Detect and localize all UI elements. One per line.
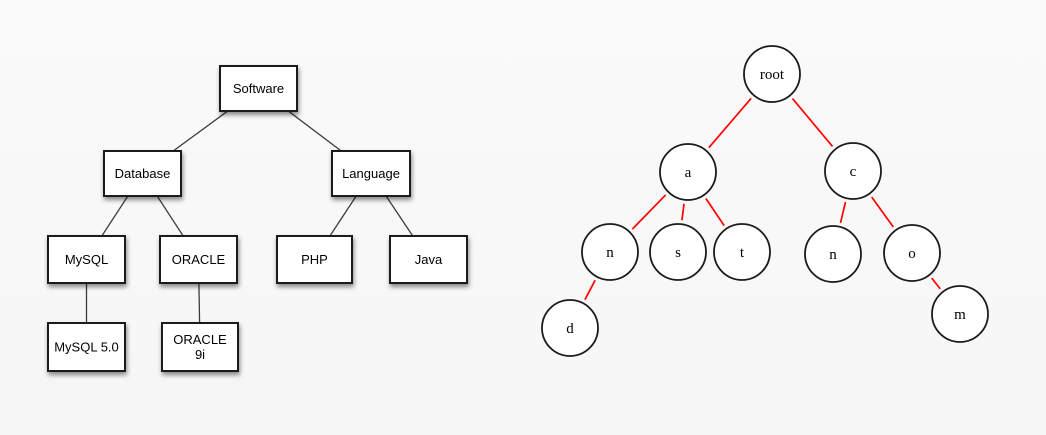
trie-edge-c-o — [870, 196, 895, 228]
tree-node-database: Database — [103, 150, 182, 197]
trie-node-label: o — [908, 246, 916, 262]
trie-node-t: t — [713, 223, 771, 281]
trie-edges — [584, 97, 941, 301]
tree-node-language: Language — [331, 150, 411, 197]
trie-node-circle — [659, 143, 717, 201]
tree-node-box — [276, 235, 353, 284]
trie-node-label: a — [685, 165, 692, 181]
trie-node-label: s — [675, 245, 681, 261]
tree-node-label: MySQL 5.0 — [54, 340, 119, 355]
tree-node-mysql50: MySQL 5.0 — [47, 322, 126, 372]
trie-node-n2: n — [804, 225, 862, 283]
tree-node-php: PHP — [276, 235, 353, 284]
tree-node-box — [161, 322, 239, 372]
trie-node-label: d — [566, 321, 574, 337]
tree-node-box — [389, 235, 468, 284]
trie-node-circle — [581, 223, 639, 281]
trie-node-label: n — [606, 245, 614, 261]
trie-node-m: m — [931, 285, 989, 343]
trie-node-s: s — [649, 223, 707, 281]
trie-node-c: c — [824, 142, 882, 200]
trie-node-circle — [541, 299, 599, 357]
tree-node-mysql: MySQL — [47, 235, 126, 284]
trie-node-label: root — [760, 67, 785, 83]
tree-node-box — [47, 322, 126, 372]
trie-node-circle — [743, 45, 801, 103]
trie-node-o: o — [883, 224, 941, 282]
tree-node-oracle: ORACLE — [159, 235, 238, 284]
tree-node-label: PHP — [301, 252, 328, 267]
tree-node-java: Java — [389, 235, 468, 284]
trie-node-circle — [713, 223, 771, 281]
trie-edge-root-c — [791, 98, 834, 147]
trie-edge-n1-d — [584, 279, 596, 301]
trie-diagram: root a c n s t n o d m — [541, 45, 989, 357]
trie-node-a: a — [659, 143, 717, 201]
trie-node-circle — [931, 285, 989, 343]
trie-node-circle — [649, 223, 707, 281]
trie-node-label: t — [740, 245, 745, 261]
tree-node-box — [331, 150, 411, 197]
trie-edge-root-a — [708, 97, 752, 149]
software-tree-edges — [85, 87, 430, 348]
tree-node-box — [159, 235, 238, 284]
trie-edge-o-m — [931, 277, 941, 290]
tree-node-label: Software — [233, 81, 284, 96]
tree-node-box — [219, 65, 298, 112]
trie-edge-a-n1 — [631, 194, 667, 230]
trie-node-n1: n — [581, 223, 639, 281]
tree-node-software: Software — [219, 65, 298, 112]
trie-node-circle — [883, 224, 941, 282]
tree-node-label: Language — [342, 166, 400, 181]
tree-node-label: Database — [115, 166, 171, 181]
trie-node-circle — [824, 142, 882, 200]
tree-node-box — [47, 235, 126, 284]
trie-edge-a-t — [705, 198, 725, 226]
trie-node-label: n — [829, 247, 837, 263]
trie-node-d: d — [541, 299, 599, 357]
tree-node-label: MySQL — [65, 252, 108, 267]
trie-edge-a-s — [681, 203, 685, 221]
tree-node-label: Java — [415, 252, 443, 267]
tree-node-box — [103, 150, 182, 197]
trie-node-circle — [804, 225, 862, 283]
trie-node-label: c — [850, 164, 857, 180]
trie-node-root: root — [743, 45, 801, 103]
trie-node-label: m — [954, 307, 966, 323]
tree-node-label: ORACLE — [172, 252, 226, 267]
trie-edge-c-n2 — [839, 201, 847, 224]
